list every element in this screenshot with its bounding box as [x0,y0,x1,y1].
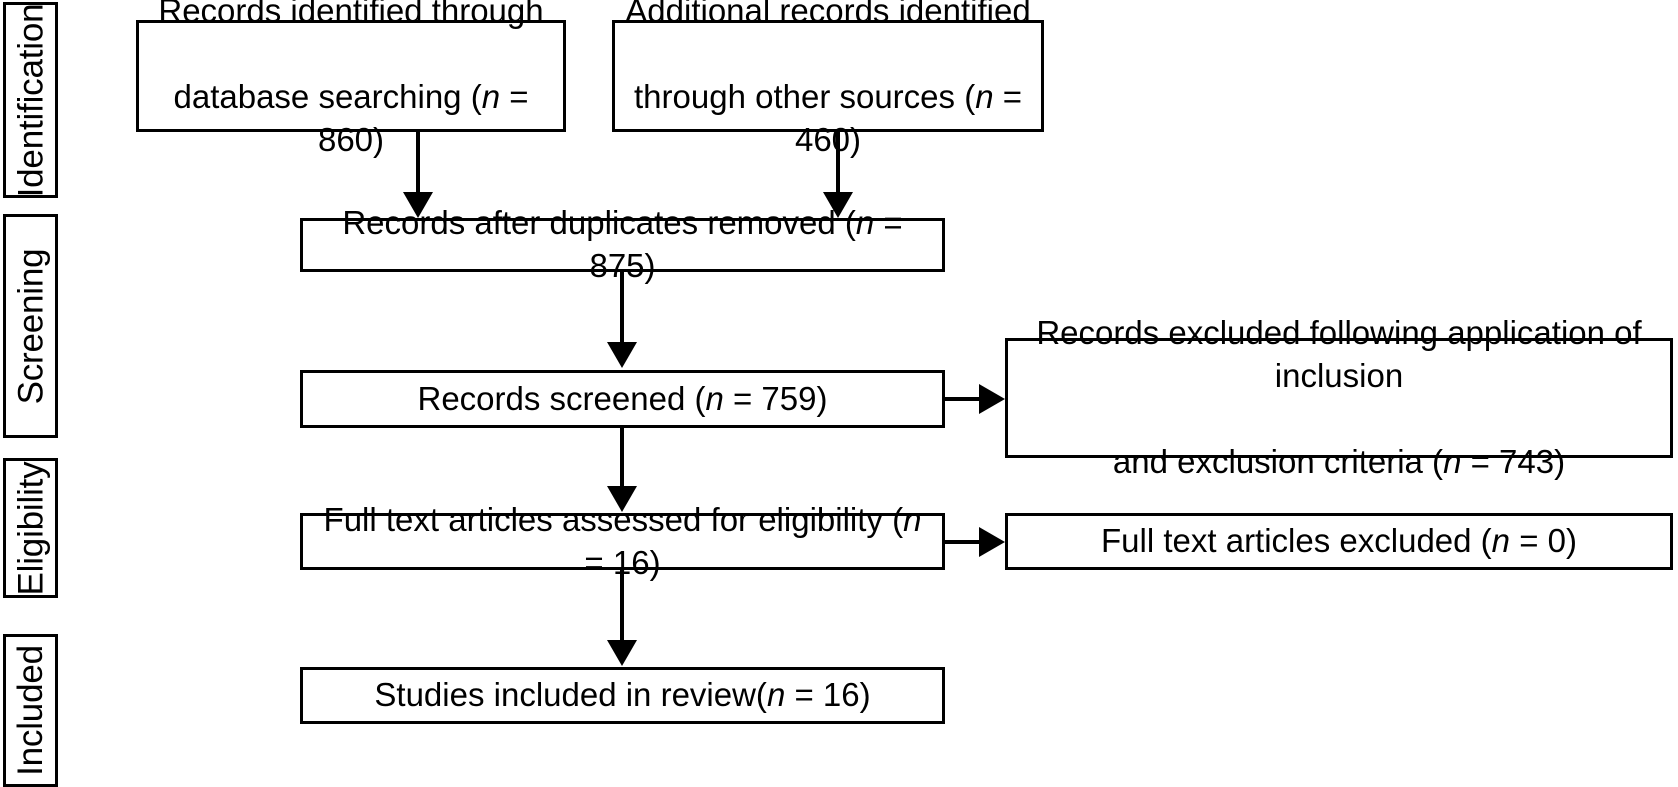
box-records-identified-database-line1: Records identified through [158,0,544,30]
box-studies-included-pre: Studies included in review( [374,676,767,714]
stage-label-eligibility-text: Eligibility [11,461,50,595]
stage-label-screening: Screening [3,214,58,438]
connector-duplicates-to-screened-arrow [607,342,637,368]
box-full-text-assessed-pre: Full text articles assessed for eligibil… [323,500,904,538]
connector-other-to-duplicates-line [836,132,840,194]
box-studies-included-post: = 16) [785,676,871,714]
box-records-excluded-n-symbol: n [1443,442,1462,480]
box-records-identified-database-n-symbol: n [481,78,501,115]
box-records-identified-other-n-symbol: n [975,78,994,115]
box-records-screened: Records screened (n = 759) [300,370,945,428]
stage-label-screening-text: Screening [11,248,50,404]
stage-label-included-text: Included [11,645,51,776]
box-records-identified-database: Records identified through database sear… [136,0,566,158]
box-records-screened-post: = 759) [723,379,828,417]
connector-database-to-duplicates-line [416,132,420,194]
box-records-excluded: Records excluded following application o… [1005,314,1673,480]
box-records-identified-other: Additional records identified through ot… [612,0,1044,158]
box-full-text-assessed-n-symbol: n [903,500,922,538]
box-records-excluded-line2-post: = 743) [1461,442,1566,480]
box-records-after-duplicates-n-symbol: n [855,204,875,242]
box-records-screened-pre: Records screened ( [417,379,706,417]
box-studies-included-n-symbol: n [766,676,786,714]
stage-label-included: Included [3,634,58,787]
connector-fulltext-to-included-line [620,570,624,642]
box-full-text-excluded-pre: Full text articles excluded ( [1101,522,1492,560]
stage-label-identification-text: Identification [11,3,50,197]
box-full-text-assessed: Full text articles assessed for eligibil… [300,501,945,581]
stage-label-identification: Identification [3,2,58,198]
box-records-excluded-line1: Records excluded following application o… [1036,314,1642,395]
connector-screened-to-fulltext-arrow [607,486,637,512]
connector-screened-to-excluded-line [945,397,983,401]
box-records-identified-database-line2-pre: database searching ( [173,78,482,115]
box-records-identified-other-line2-post: = 460) [794,78,1022,158]
connector-database-to-duplicates-arrow [403,192,433,218]
box-full-text-assessed-post: = 16) [584,543,661,581]
box-records-identified-other-line2-pre: through other sources ( [634,78,976,115]
connector-screened-to-fulltext-line [620,428,624,488]
connector-fulltext-to-included-arrow [607,640,637,666]
connector-screened-to-excluded-arrow [979,384,1005,414]
box-records-identified-other-line1: Additional records identified [625,0,1031,30]
box-full-text-excluded-n-symbol: n [1491,522,1511,560]
connector-fulltext-to-excluded-line [945,540,983,544]
box-records-screened-n-symbol: n [705,379,724,417]
box-full-text-excluded: Full text articles excluded (n = 0) [1005,513,1673,570]
box-records-after-duplicates-pre: Records after duplicates removed ( [342,204,856,242]
box-records-excluded-line2-pre: and exclusion criteria ( [1112,442,1444,480]
connector-duplicates-to-screened-line [620,272,624,344]
box-records-identified-database-line2-post: = 860) [317,78,529,158]
box-records-after-duplicates: Records after duplicates removed (n = 87… [300,204,945,284]
box-studies-included: Studies included in review(n = 16) [300,667,945,724]
stage-label-eligibility: Eligibility [3,458,58,598]
box-full-text-excluded-post: = 0) [1510,522,1577,560]
connector-other-to-duplicates-arrow [823,192,853,218]
connector-fulltext-to-excluded-arrow [979,527,1005,557]
